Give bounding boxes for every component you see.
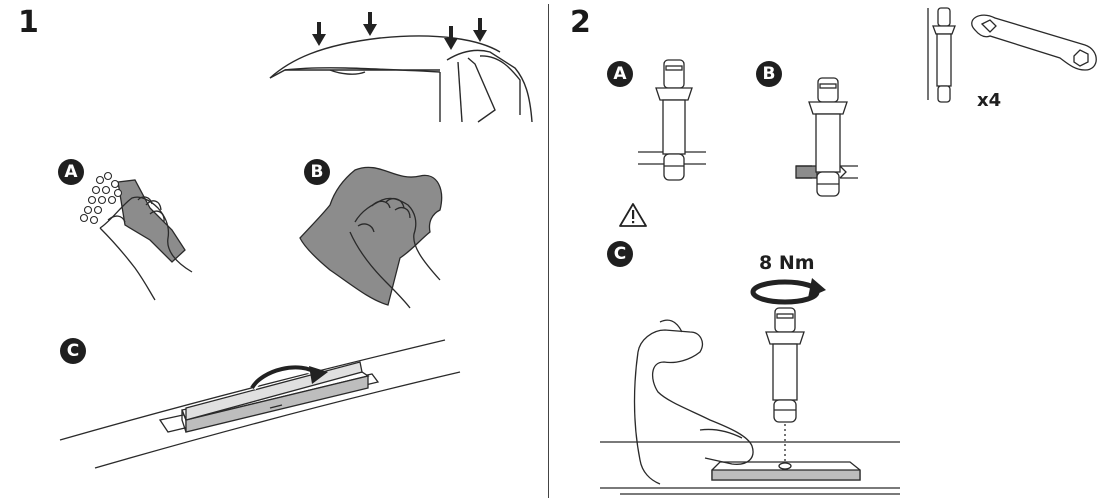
rotate-arrow-icon (248, 363, 328, 391)
warning-triangle-icon (619, 203, 647, 227)
step-number-1: 1 (18, 5, 39, 40)
hand-cleaning-illustration-a (99, 179, 193, 301)
badge-step2-c: C (607, 241, 633, 267)
badge-step2-a: A (607, 61, 633, 87)
torque-label: 8 Nm (759, 252, 815, 274)
badge-step1-c: C (60, 338, 86, 364)
wrench-icon (927, 7, 1097, 103)
step-number-2: 2 (570, 5, 591, 40)
car-roof-illustration (269, 35, 533, 123)
badge-step1-b: B (304, 159, 330, 185)
bolt-icon-c (765, 307, 805, 468)
badge-step2-b: B (756, 61, 782, 87)
bolt-icon (638, 59, 706, 181)
down-arrow-icon (312, 12, 487, 50)
rotate-arrow-icon-torque (750, 278, 826, 305)
roof-rail-slot-illustration-c (59, 339, 461, 469)
badge-step1-a: A (58, 159, 84, 185)
hand-rail-illustration-c (600, 319, 900, 495)
cloth-wiping-illustration-b (299, 166, 443, 309)
quantity-label: x4 (977, 90, 1002, 111)
bolt-icon-b (795, 77, 858, 197)
step-divider (548, 4, 549, 498)
water-droplets (79, 171, 123, 225)
